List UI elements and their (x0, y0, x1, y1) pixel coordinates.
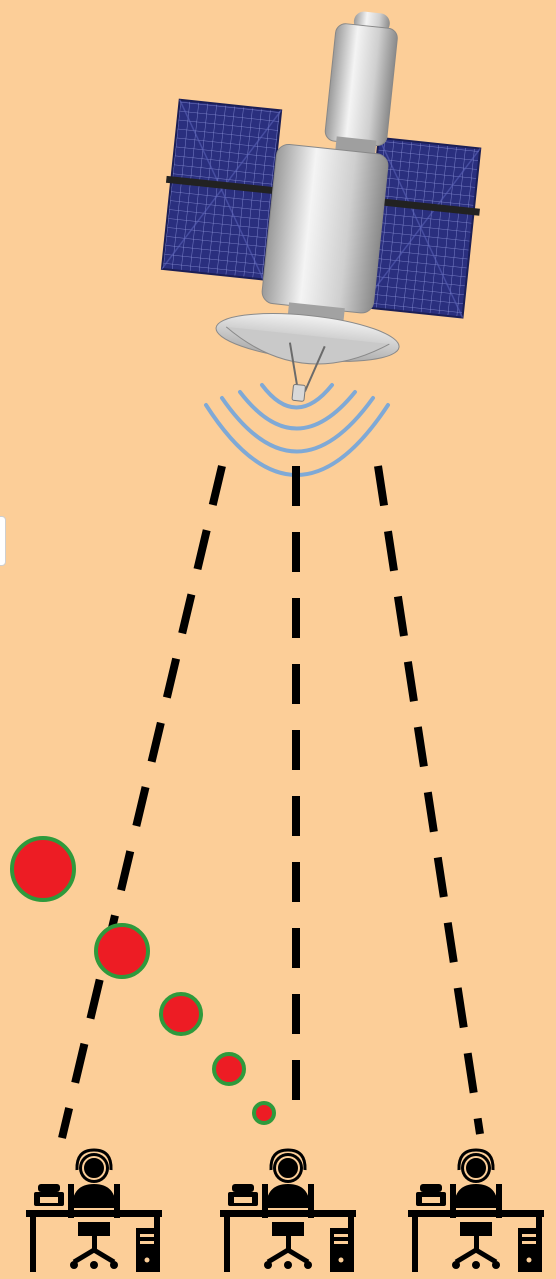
data-dot (214, 1054, 244, 1084)
beam-left (62, 466, 222, 1138)
data-dots (12, 838, 274, 1123)
beam-lines (62, 466, 480, 1138)
operator-at-desk-icon (220, 1150, 356, 1272)
data-dot (161, 994, 201, 1034)
operator-at-desk-icon (26, 1150, 162, 1272)
data-dot (254, 1103, 274, 1123)
satellite-icon (145, 0, 499, 418)
operator-at-desk-icon (408, 1150, 544, 1272)
data-dot (12, 838, 74, 900)
beam-right (378, 466, 480, 1134)
data-dot (96, 925, 148, 977)
